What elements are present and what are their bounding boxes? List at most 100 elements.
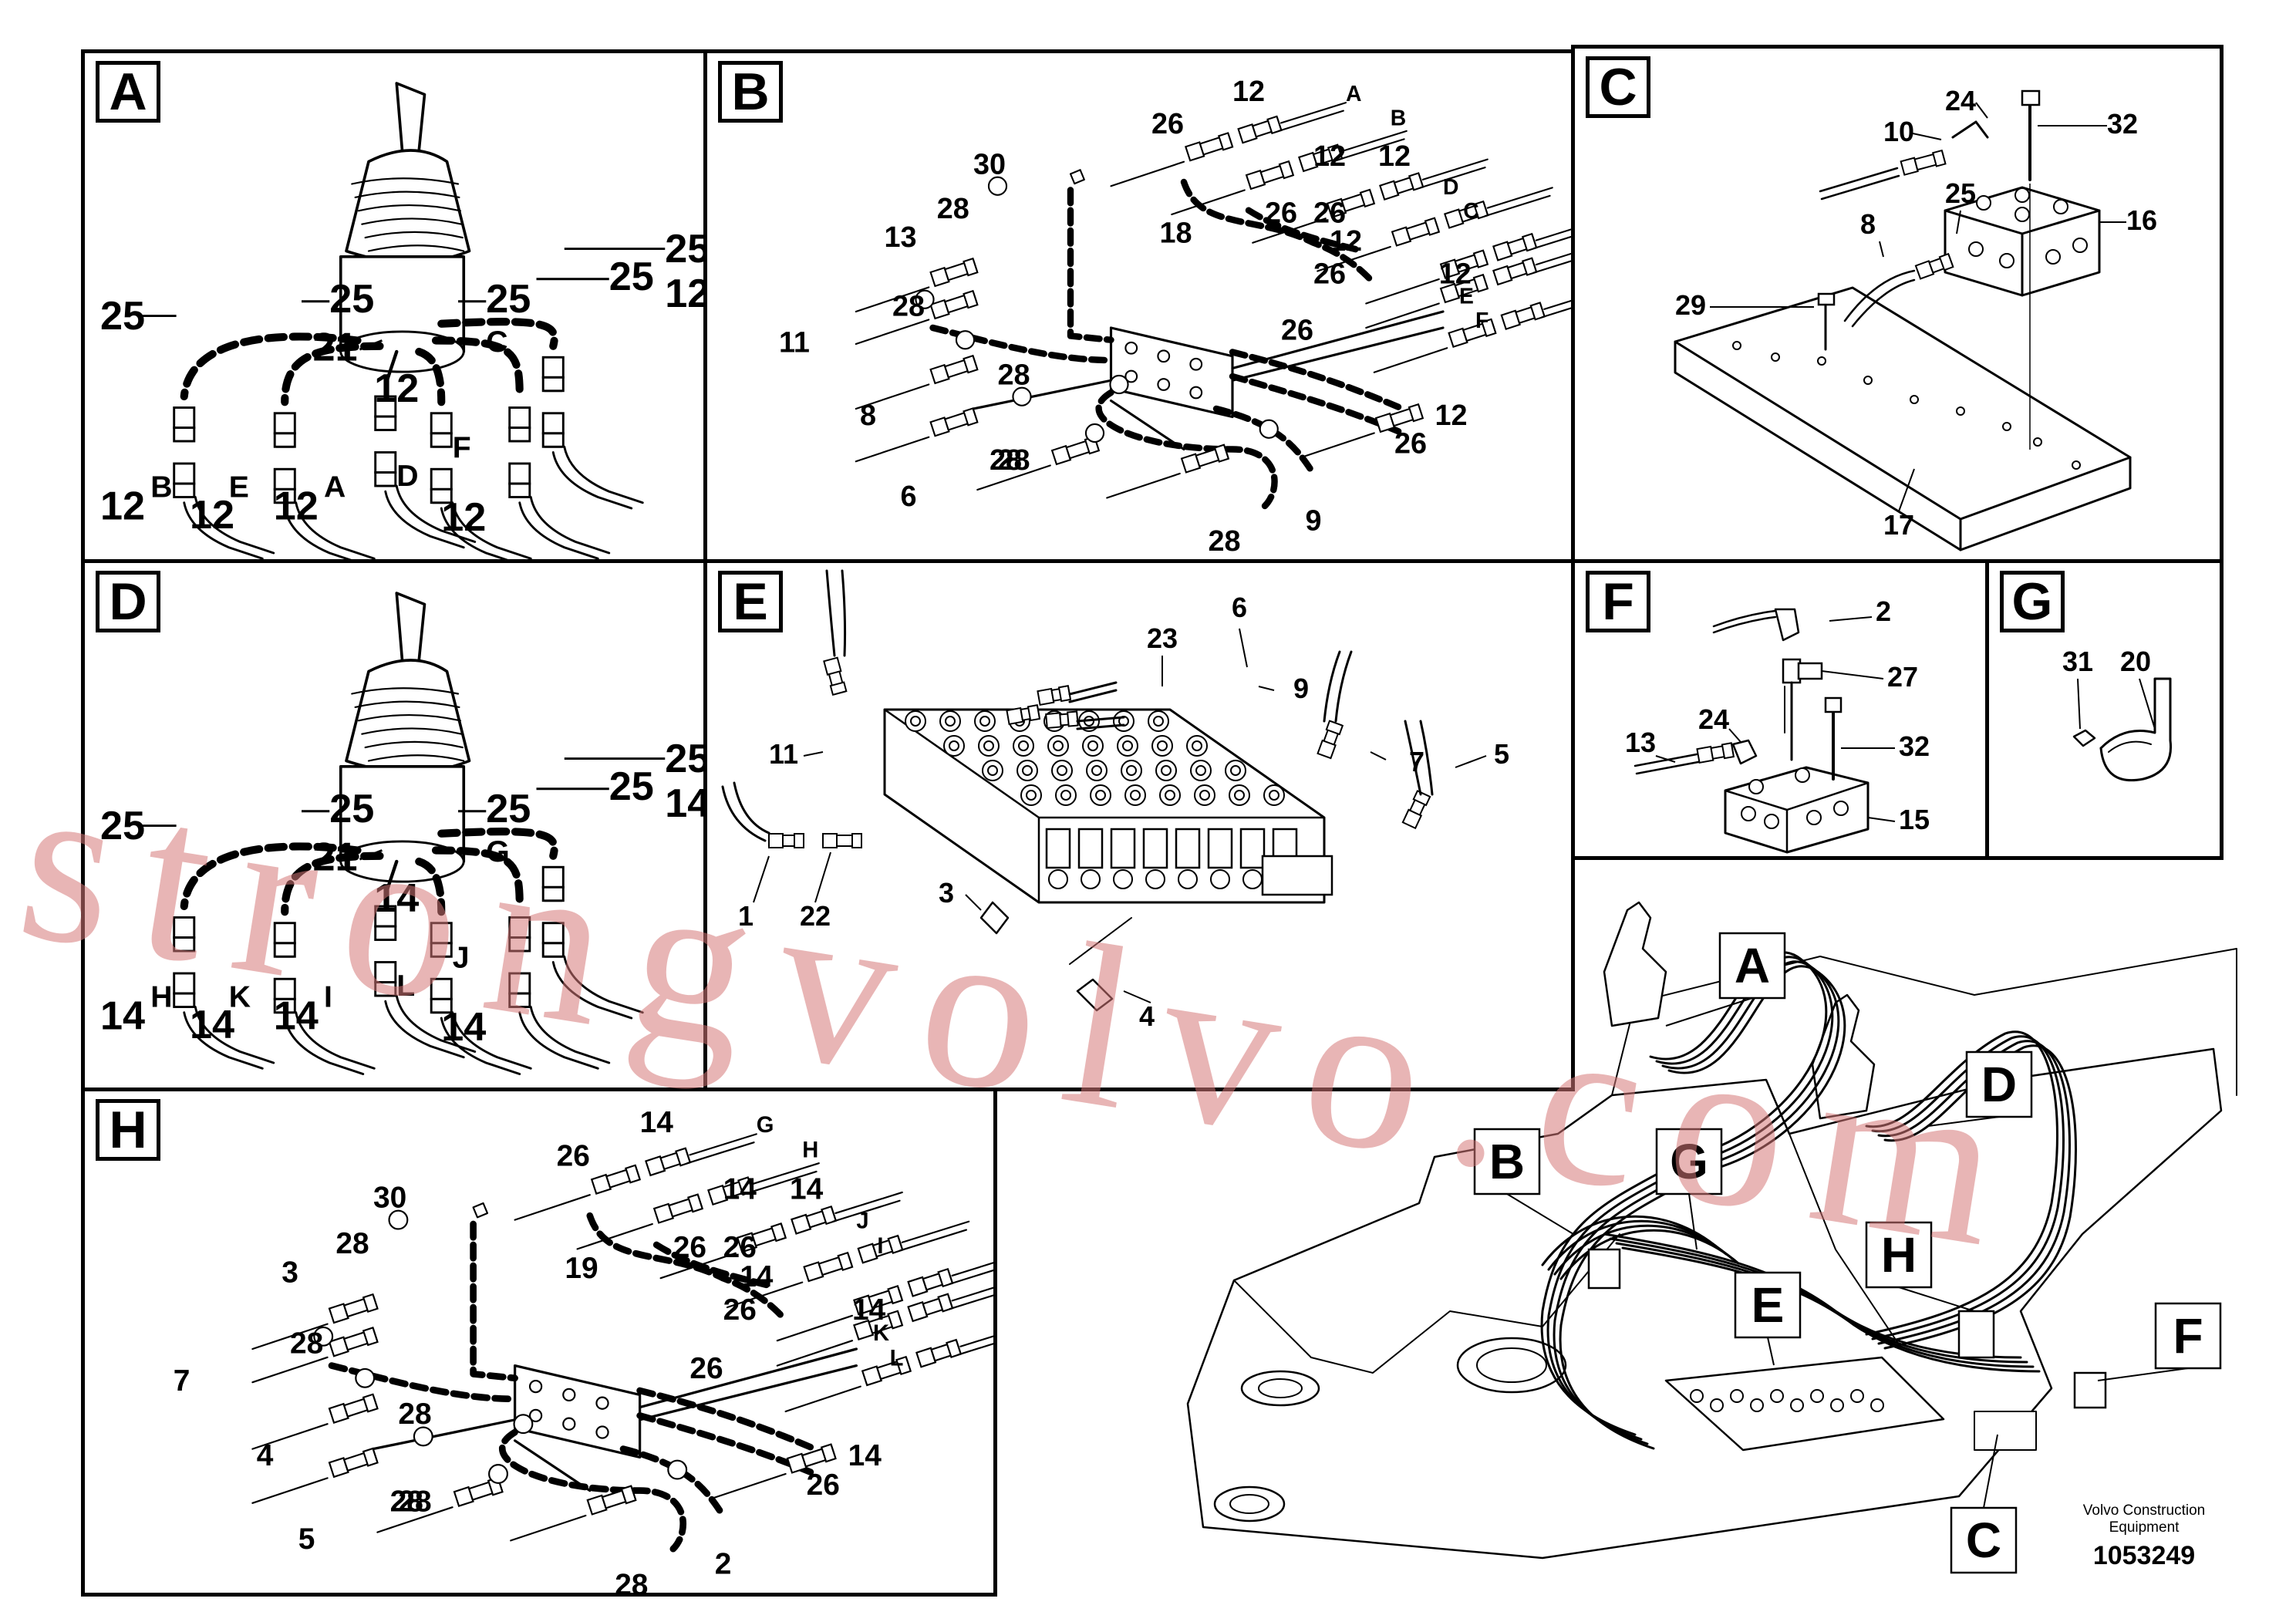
panel-a-hose-tail xyxy=(194,496,275,555)
panel-c-callout: 29 xyxy=(1675,289,1706,321)
panel-h-plate-hole xyxy=(595,1425,609,1439)
fitting-part xyxy=(173,482,196,498)
panel-b-callout: 13 xyxy=(885,221,917,254)
panel-e-hose xyxy=(1323,650,1341,723)
fitting-part xyxy=(895,1355,912,1376)
panel-h-hose xyxy=(513,1439,592,1492)
panel-a-fitting xyxy=(173,462,196,498)
panel-a-callout: 25 xyxy=(665,227,703,271)
panel-f-callout: 24 xyxy=(1698,703,1729,735)
fitting-part xyxy=(1266,115,1283,135)
panel-e-fitting xyxy=(1037,685,1072,706)
panel-d-hose-dashed xyxy=(415,857,446,916)
fitting-part xyxy=(508,992,531,1008)
panel-b-callout: 12 xyxy=(1435,400,1468,432)
panel-a-callout: C xyxy=(486,325,507,359)
panel-c-callout: 25 xyxy=(1945,177,1976,209)
panel-b-fitting xyxy=(1374,403,1424,433)
panel-a: A 252525252521121212121212BEADFC xyxy=(81,49,707,563)
panel-b-hose xyxy=(1231,326,1445,382)
overview-tag-leader xyxy=(1927,1116,2000,1127)
fitting-part xyxy=(173,462,196,485)
overview-tag-box xyxy=(1734,1271,1802,1339)
panel-d-callout: K xyxy=(229,981,251,1014)
panel-b-hose-tail xyxy=(1110,160,1185,187)
overview-valve xyxy=(1664,1356,1945,1452)
fitting-part xyxy=(1472,273,1489,293)
panel-h-fitting xyxy=(861,1355,912,1387)
overview-tag-label: E xyxy=(1752,1277,1785,1333)
panel-f-elbow xyxy=(1731,739,1758,765)
overview-hose-bundle xyxy=(1559,965,1846,1450)
fitting-part xyxy=(273,432,296,448)
panel-b-plate-hole xyxy=(1124,369,1138,383)
panel-f-port xyxy=(1748,779,1764,794)
panel-b-callout: 12 xyxy=(1439,258,1472,290)
panel-h-callout: 14 xyxy=(640,1106,674,1139)
panel-h-washer xyxy=(313,1326,334,1347)
panel-b-callout: 28 xyxy=(892,290,925,322)
panel-e-fitting xyxy=(823,656,848,696)
panel-b-callout: 12 xyxy=(1232,76,1265,108)
fitting-part xyxy=(362,1327,379,1347)
panel-a-hose-dashed xyxy=(281,342,384,406)
fitting-part xyxy=(1278,160,1295,180)
panel-h-hose-dashed xyxy=(619,1445,727,1519)
panel-h-plate-hole xyxy=(562,1388,576,1402)
panel-h-callout: 14 xyxy=(723,1173,757,1206)
panel-a-hose-dashed xyxy=(415,347,446,406)
fitting-part xyxy=(1045,712,1062,730)
panel-h-callout: 28 xyxy=(398,1398,431,1431)
fitting-part xyxy=(620,1485,637,1505)
panel-a-fitting xyxy=(508,462,531,498)
panel-e-valve-port-inner xyxy=(1122,740,1133,751)
panel-e-plug xyxy=(979,901,1010,935)
panel-g-clamp-inner xyxy=(2108,740,2152,753)
fitting-part xyxy=(374,981,397,997)
panel-e-hose xyxy=(841,569,847,657)
panel-h-fitting xyxy=(328,1393,379,1425)
panel-d-callout: J xyxy=(453,942,470,975)
overview-tag-leader xyxy=(1767,1337,1775,1366)
panel-g-tag: G xyxy=(2000,571,2065,632)
panel-d-hose-tail xyxy=(529,1006,611,1064)
panel-b-callout: 11 xyxy=(779,326,810,359)
overview-tag-box xyxy=(1473,1128,1541,1195)
panel-f-port xyxy=(1741,806,1756,821)
overview-tag-box xyxy=(1950,1506,2018,1574)
panel-c-callout: 10 xyxy=(1883,116,1914,147)
panel-e-fitting xyxy=(768,833,804,848)
panel-b-callout: C xyxy=(1463,199,1478,224)
panel-d-callout: 25 xyxy=(100,804,145,848)
panel-e-spool-cap xyxy=(1239,828,1266,869)
leader-line xyxy=(1455,755,1487,768)
panel-b-callout: 1 xyxy=(1131,558,1148,559)
panel-h-callout: J xyxy=(856,1209,868,1233)
panel-h-hose-tail xyxy=(749,1170,818,1194)
panel-e-plug xyxy=(1076,978,1114,1012)
drawing-number: 1053249 xyxy=(2092,1541,2196,1570)
overview-hose-bundle xyxy=(1877,1040,2071,1345)
fitting-part xyxy=(963,257,979,277)
panel-b-hose-tail xyxy=(1171,189,1246,216)
panel-b-hose-tail xyxy=(1317,245,1391,272)
fitting-part xyxy=(1213,443,1230,463)
panel-e-hose xyxy=(1068,681,1118,696)
panel-h-fitting xyxy=(586,1485,637,1516)
panel-h-fitting xyxy=(791,1205,838,1235)
panel-d-hose-dashed xyxy=(437,828,558,860)
fitting-part xyxy=(1424,217,1441,236)
leader-line xyxy=(1728,728,1741,743)
panel-d-hose-tail xyxy=(194,1006,275,1064)
panel-h-washer xyxy=(667,1459,688,1480)
panel-d-fitting xyxy=(508,972,531,1008)
panel-b-hose-tail xyxy=(1338,138,1405,160)
panel-b-fitting xyxy=(1298,143,1344,173)
panel-h-hose-tail xyxy=(251,1423,329,1450)
panel-b-hose-tail xyxy=(855,319,930,346)
panel-d-fitting xyxy=(430,922,453,958)
